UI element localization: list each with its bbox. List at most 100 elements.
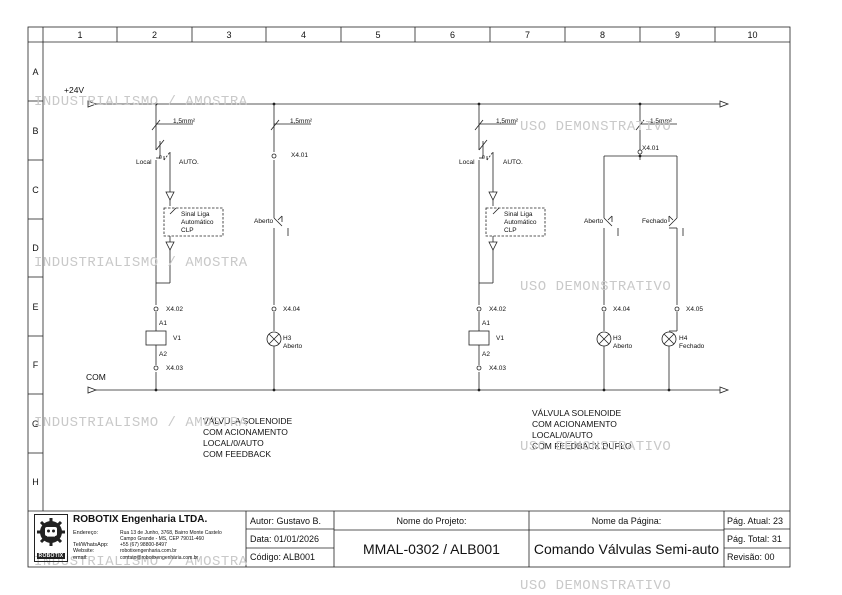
terminal-label: X4.02 (166, 306, 183, 313)
revision-field: Revisão: 00 (727, 552, 775, 562)
lamp-description: Fechado (679, 343, 705, 350)
row-label: C (32, 184, 39, 195)
page-total: Pág. Total: 31 (727, 534, 782, 544)
column-label: 10 (747, 29, 758, 40)
description-line: VÁLVULA SOLENOIDE (532, 408, 622, 418)
watermark: INDUSTRIALISMO / AMOSTRA (34, 554, 248, 570)
lamp-label: H3 (283, 335, 292, 342)
terminal-label: X4.01 (642, 145, 659, 152)
description-line: COM ACIONAMENTO (532, 419, 617, 430)
column-label: 7 (524, 29, 530, 40)
watermark: USO DEMONSTRATIVO (520, 279, 672, 295)
watermark: INDUSTRIALISMO / AMOSTRA (34, 415, 248, 431)
lamp-label: H3 (613, 335, 622, 342)
author-field: Autor: Gustavo B. (250, 516, 322, 526)
phone-value: +55 (67) 98800-8497 (120, 542, 167, 548)
signal-box-label: CLP (181, 227, 194, 234)
company-logo: ROBOTIX (34, 514, 68, 562)
signal-box-label: Sinal Liga (504, 211, 533, 218)
contact-label: Fechado (642, 218, 668, 225)
lamp-description: Aberto (283, 343, 303, 350)
selector-auto-label: AUTO. (503, 159, 523, 166)
selector-local-label: Local (136, 159, 152, 166)
website-label: Website: (73, 548, 95, 554)
project-name-value: MMAL-0302 / ALB001 (363, 540, 500, 557)
wire-size-label: 1,5mm² (173, 118, 196, 125)
email-label: email: (73, 555, 88, 561)
coil-label: V1 (496, 335, 504, 342)
coil-a2-label: A2 (482, 351, 490, 358)
terminal-label: X4.04 (283, 306, 300, 313)
address-line: Rua 13 de Junho, 3768, Bairro Monte Cast… (120, 530, 222, 536)
row-label: H (32, 477, 39, 487)
lamp-description: Aberto (613, 343, 633, 350)
description-line: COM FEEDBACK (203, 449, 272, 460)
row-label: B (32, 125, 39, 136)
address-label: Endereço: (73, 530, 99, 536)
row-label: G (31, 418, 39, 429)
selector-zero-label: 0 (159, 155, 162, 161)
selector-local-label: Local (459, 159, 475, 166)
signal-box-label: CLP (504, 227, 517, 234)
watermark: USO DEMONSTRATIVO (520, 578, 672, 594)
phone-label: Tel/WhatsApp: (73, 542, 109, 548)
terminal-label: X4.03 (489, 365, 506, 372)
page-name-header: Nome da Página: (591, 515, 662, 526)
circuit-description: VÁLVULA SOLENOIDE COM ACIONAMENTO LOCAL/… (203, 416, 292, 460)
column-label: 2 (151, 29, 157, 40)
row-label: F (32, 360, 39, 370)
wire-size-label: 1,5mm² (290, 118, 313, 125)
column-label: 5 (375, 29, 381, 40)
code-field: Código: ALB001 (250, 552, 316, 562)
description-line: LOCAL/0/AUTO (203, 438, 264, 449)
row-label: D (32, 243, 39, 253)
logo-text: ROBOTIX (36, 553, 66, 559)
rail-24v-label: +24V (64, 85, 85, 95)
robot-gear-icon (37, 518, 65, 546)
address-value: Rua 13 de Junho, 3768, Bairro Monte Cast… (120, 530, 222, 542)
column-label: 4 (300, 29, 306, 40)
contact-label: Aberto (254, 218, 274, 225)
project-name-header: Nome do Projeto: (396, 515, 467, 526)
coil-a1-label: A1 (482, 320, 490, 327)
lamp-label: H4 (679, 335, 688, 342)
description-line: COM ACIONAMENTO (203, 427, 288, 438)
wire-size-label: 1,5mm² (650, 118, 673, 125)
website-value[interactable]: robotixengenharia.com.br (120, 548, 177, 554)
column-label: 1 (77, 29, 83, 40)
column-label: 6 (449, 29, 455, 40)
signal-box-label: Sinal Liga (181, 211, 210, 218)
contact-label: Aberto (584, 218, 604, 225)
terminal-label: X4.01 (291, 152, 308, 159)
company-name: ROBOTIX Engenharia LTDA. (73, 514, 208, 525)
selector-auto-label: AUTO. (179, 159, 199, 166)
coil-a1-label: A1 (159, 320, 167, 327)
column-label: 8 (599, 29, 605, 40)
coil-label: V1 (173, 335, 181, 342)
terminal-label: X4.02 (489, 306, 506, 313)
signal-box-label: Automático (181, 219, 214, 226)
wire-size-label: 1,5mm² (496, 118, 519, 125)
column-label: 9 (674, 29, 680, 40)
page-current: Pág. Atual: 23 (727, 516, 784, 526)
row-label: A (32, 66, 39, 77)
description-line: COM FEEDBACK DUPLO (532, 441, 632, 452)
page-name-value: Comando Válvulas Semi-auto (533, 540, 720, 557)
watermark: USO DEMONSTRATIVO (520, 439, 672, 455)
rail-com-label: COM (86, 372, 106, 382)
terminal-label: X4.04 (613, 306, 630, 313)
terminal-label: X4.05 (686, 306, 703, 313)
description-line: VÁLVULA SOLENOIDE (203, 416, 293, 426)
row-label: E (32, 301, 39, 312)
email-value[interactable]: contato@robotixengenharia.com.br (120, 555, 199, 561)
date-field: Data: 01/01/2026 (250, 534, 320, 544)
signal-box-label: Automático (504, 219, 537, 226)
description-line: LOCAL/0/AUTO (532, 430, 593, 441)
column-label: 3 (226, 29, 232, 40)
terminal-label: X4.03 (166, 365, 183, 372)
selector-zero-label: 0 (482, 155, 485, 161)
address-line: Campo Grande - MS, CEP 79011-460 (120, 536, 205, 542)
circuit-description: VÁLVULA SOLENOIDE COM ACIONAMENTO LOCAL/… (532, 408, 632, 452)
